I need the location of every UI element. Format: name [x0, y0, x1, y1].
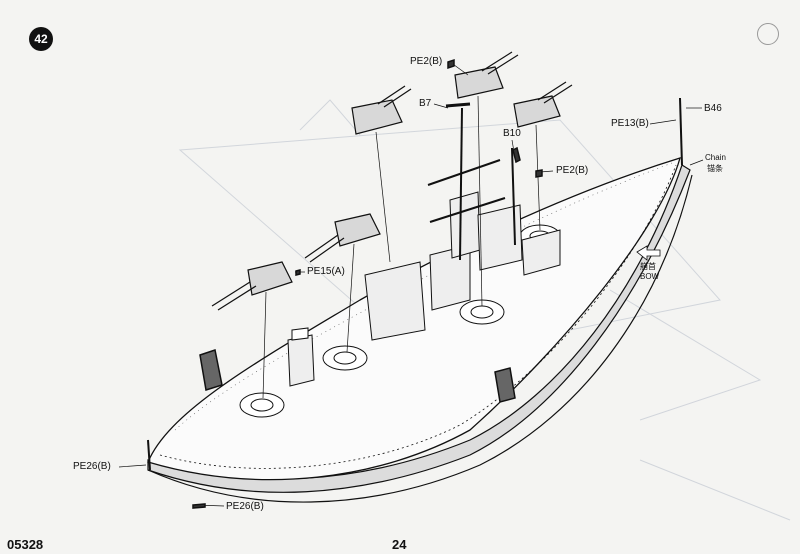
label-bow: BOW — [640, 272, 660, 281]
page-number: 24 — [392, 537, 407, 552]
leader-lines — [118, 61, 704, 507]
label-pe2-right: PE2(B) — [556, 165, 589, 176]
turret-c — [351, 85, 412, 135]
label-pe26-left: PE26(B) — [73, 461, 111, 472]
superstructure — [287, 191, 561, 387]
label-pe2-top: PE2(B) — [410, 56, 443, 67]
turret-e — [513, 81, 573, 128]
label-pe26-bottom: PE26(B) — [226, 501, 264, 512]
label-b46: B46 — [704, 103, 722, 114]
ghost-hull-drawing — [178, 99, 791, 521]
label-chain-cn: 锚条 — [707, 164, 723, 173]
label-b10: B10 — [503, 128, 521, 139]
turret-d — [454, 51, 519, 99]
label-b7: B7 — [419, 98, 432, 109]
step-number-badge: 42 — [29, 27, 53, 51]
brand-logo-icon — [757, 23, 779, 45]
label-pe15: PE15(A) — [307, 266, 345, 277]
masts — [147, 97, 683, 471]
bow-arrow-icon — [636, 245, 661, 261]
label-chain: Chain — [705, 153, 726, 162]
main-turrets — [211, 51, 573, 311]
turret-a — [211, 261, 293, 311]
small-parts — [192, 58, 543, 509]
turret-b — [304, 213, 381, 263]
product-code: 05328 — [7, 537, 44, 552]
label-pe13: PE13(B) — [611, 118, 649, 129]
label-bow-cn: 艏首 — [640, 262, 656, 271]
hull-bottom — [147, 174, 693, 503]
